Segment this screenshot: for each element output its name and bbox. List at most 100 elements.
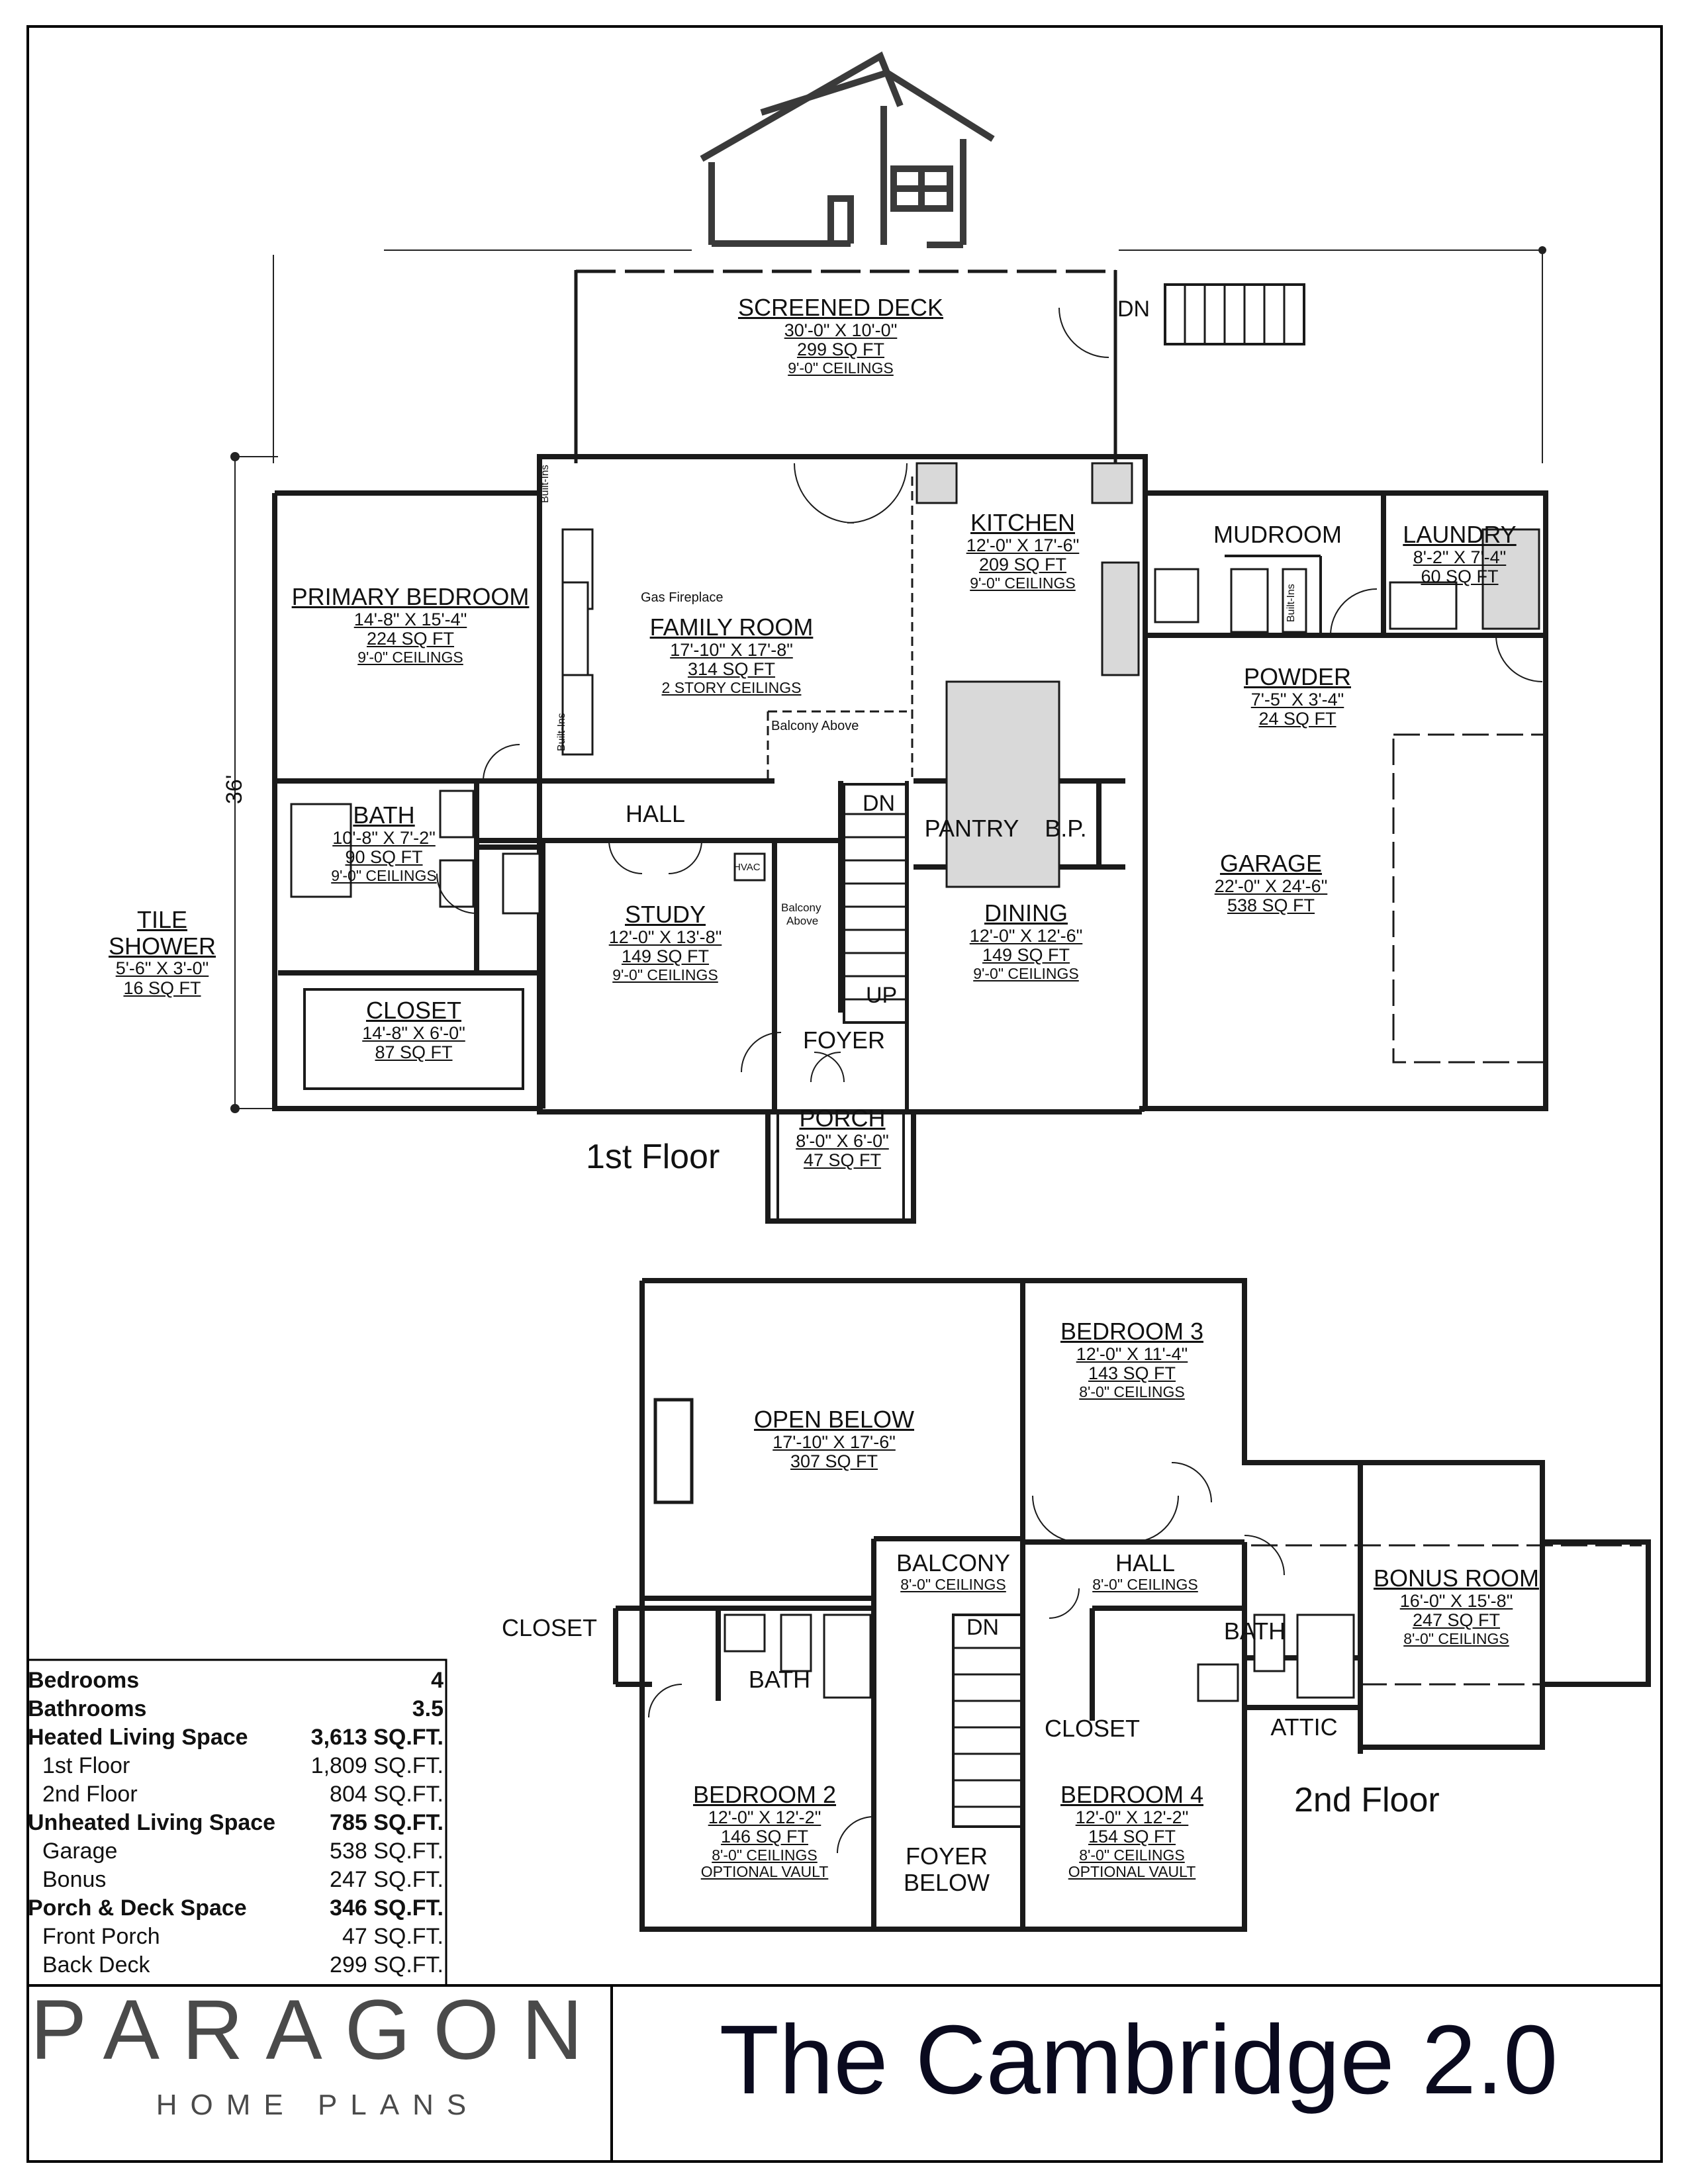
room-dims: 8'-0" X 6'-0": [796, 1130, 889, 1151]
stats-table-border: [26, 1659, 447, 1987]
stats-value: 4: [431, 1668, 444, 1693]
brand-name: PARAGON: [30, 1983, 606, 2077]
stats-label: 2nd Floor: [42, 1782, 138, 1807]
room-name: BATH: [1223, 1617, 1286, 1645]
sheet-border: [26, 25, 1663, 2163]
screened-deck-label: SCREENED DECK 30'-0" X 10'-0" 299 SQ FT …: [708, 295, 973, 377]
foyer-below-label: FOYER BELOW: [880, 1843, 1013, 1895]
stats-label: Unheated Living Space: [28, 1810, 276, 1835]
room-name-line2: SHOWER: [109, 932, 216, 960]
second-floor-bath-right-label: BATH: [1217, 1618, 1293, 1645]
brand-tagline: HOME PLANS: [156, 2089, 480, 2121]
balcony-dashed-lines: [767, 477, 914, 781]
first-floor-title: 1st Floor: [586, 1138, 720, 1176]
bedroom3-label: BEDROOM 3 12'-0" X 11'-4" 143 SQ FT 8'-0…: [1033, 1318, 1231, 1400]
room-dims: 12'-0" X 13'-8": [608, 927, 722, 947]
stats-value: 299 SQ.FT.: [330, 1952, 444, 1978]
room-name: GARAGE: [1219, 850, 1323, 877]
room-name: BALCONY: [896, 1549, 1011, 1576]
room-area: 87 SQ FT: [375, 1042, 453, 1063]
room-name: BONUS ROOM: [1373, 1565, 1539, 1592]
room-dims: 12'-0" X 12'-2": [708, 1807, 821, 1827]
plan-title: The Cambridge 2.0: [719, 2005, 1558, 2115]
room-name: DINING: [984, 899, 1068, 927]
room-ceiling: 8'-0" CEILINGS: [1403, 1629, 1509, 1647]
room-dims: 8'-2" X 7'-4": [1413, 547, 1507, 567]
stats-value: 247 SQ.FT.: [330, 1867, 444, 1892]
room-note: OPTIONAL VAULT: [1068, 1863, 1196, 1881]
room-ceiling: 8'-0" CEILINGS: [900, 1575, 1006, 1593]
dining-label: DINING 12'-0" X 12'-6" 149 SQ FT 9'-0" C…: [923, 900, 1129, 982]
deck-stair-dn-label: DN: [1117, 296, 1150, 322]
stair-up-label: UP: [866, 983, 898, 1008]
room-name: BEDROOM 3: [1060, 1318, 1204, 1345]
second-floor-bath-left-label: BATH: [741, 1666, 818, 1693]
room-ceiling: 9'-0" CEILINGS: [973, 964, 1079, 982]
stats-label: Bedrooms: [28, 1668, 140, 1693]
room-dims: 12'-0" X 17'-6": [966, 535, 1080, 555]
brand-logo: PARAGON HOME PLANS: [26, 1988, 609, 2122]
stats-value: 3,613 SQ.FT.: [310, 1725, 444, 1750]
room-ceiling: 9'-0" CEILINGS: [788, 359, 894, 377]
room-area: 149 SQ FT: [982, 945, 1070, 966]
second-floor-dashed-lines: [1251, 1544, 1642, 1686]
room-area: 224 SQ FT: [366, 629, 455, 649]
stats-label: Porch & Deck Space: [28, 1895, 247, 1921]
room-area: 143 SQ FT: [1088, 1363, 1176, 1384]
room-name: POWDER: [1244, 663, 1351, 690]
pantry-label: PANTRY: [919, 815, 1025, 842]
room-area: 209 SQ FT: [978, 555, 1067, 575]
room-ceiling: 9'-0" CEILINGS: [970, 574, 1076, 592]
room-dims: 10'-8" X 7'-2": [332, 827, 436, 848]
house-logo-icon: [700, 51, 995, 248]
stats-value: 538 SQ.FT.: [330, 1839, 444, 1864]
mudroom-label: MUDROOM: [1192, 522, 1364, 548]
room-area: 247 SQ FT: [1412, 1610, 1501, 1631]
second-floor-closet-left-label: CLOSET: [496, 1615, 602, 1641]
room-name: BATH: [353, 801, 415, 829]
first-floor-walls: [272, 269, 1548, 1224]
second-floor-fixtures: [724, 1614, 1355, 1702]
room-ceiling: 8'-0" CEILINGS: [1079, 1846, 1185, 1864]
room-name: FOYER: [802, 1026, 885, 1054]
open-below-label: OPEN BELOW 17'-10" X 17'-6" 307 SQ FT: [728, 1406, 940, 1472]
balcony-above-stair-note-1: Balcony: [781, 901, 821, 914]
bedroom2-label: BEDROOM 2 12'-0" X 12'-2" 146 SQ FT 8'-0…: [662, 1782, 867, 1881]
room-note: OPTIONAL VAULT: [700, 1863, 829, 1881]
balcony-label: BALCONY 8'-0" CEILINGS: [877, 1550, 1029, 1593]
room-name: CLOSET: [1044, 1715, 1141, 1742]
second-floor-door-swings: [648, 1462, 1285, 1854]
balcony-above-note: Balcony Above: [771, 719, 859, 733]
kitchen-label: KITCHEN 12'-0" X 17'-6" 209 SQ FT 9'-0" …: [923, 510, 1122, 592]
room-name: HALL: [625, 800, 686, 827]
room-name: PRIMARY BEDROOM: [291, 583, 530, 610]
first-floor-fixtures: [290, 462, 1540, 915]
tile-shower-label: TILE SHOWER 5'-6" X 3'-0" 16 SQ FT: [96, 907, 228, 999]
bp-label: B.P.: [1029, 815, 1102, 842]
room-dims: 12'-0" X 11'-4": [1076, 1343, 1188, 1364]
study-label: STUDY 12'-0" X 13'-8" 149 SQ FT 9'-0" CE…: [556, 901, 774, 983]
room-dims: 22'-0" X 24'-6": [1214, 876, 1328, 896]
room-dims: 16'-0" X 15'-8": [1399, 1590, 1513, 1611]
room-dims: 12'-0" X 12'-2": [1075, 1807, 1189, 1827]
room-dims: 14'-8" X 6'-0": [362, 1023, 465, 1043]
hall-label: HALL: [596, 801, 715, 827]
room-name: PORCH: [799, 1105, 886, 1132]
room-ceiling: 9'-0" CEILINGS: [331, 866, 437, 884]
stats-row: Bedrooms 4: [28, 1666, 444, 1695]
family-room-label: FAMILY ROOM 17'-10" X 17'-8" 314 SQ FT 2…: [599, 614, 864, 696]
second-floor-closet-right-label: CLOSET: [1036, 1715, 1149, 1742]
balcony-above-stair-note-2: Above: [786, 915, 819, 927]
room-area: 146 SQ FT: [720, 1827, 809, 1847]
stats-value: 47 SQ.FT.: [342, 1924, 444, 1949]
